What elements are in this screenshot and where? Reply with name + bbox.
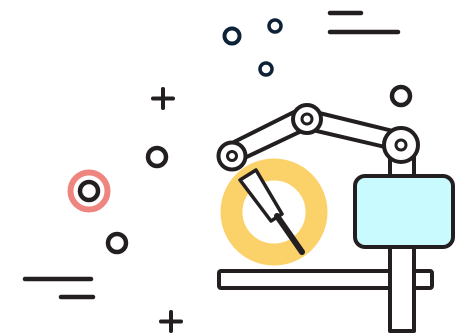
robot-arm-icon bbox=[216, 103, 455, 333]
circle-icon bbox=[389, 84, 413, 108]
arm-base-platform bbox=[217, 269, 434, 290]
arm-tool-head bbox=[238, 168, 284, 223]
arm-joint-left bbox=[216, 140, 248, 172]
arm-joint-middle bbox=[291, 103, 323, 135]
circle-icon bbox=[267, 18, 283, 34]
circle-icon bbox=[145, 145, 169, 169]
dash-group-bottom-left bbox=[22, 276, 96, 300]
ring-icon bbox=[220, 158, 328, 266]
arm-joint-right bbox=[382, 126, 420, 164]
dash-group-top-right bbox=[327, 10, 401, 35]
control-panel bbox=[353, 174, 455, 249]
circle-icon bbox=[105, 231, 129, 255]
plus-icon bbox=[159, 310, 183, 333]
plus-icon bbox=[151, 87, 175, 110]
circle-icon bbox=[258, 61, 274, 77]
target-circle-icon bbox=[67, 169, 111, 213]
circle-icon bbox=[222, 26, 242, 46]
arm-tool-tip bbox=[274, 213, 305, 255]
